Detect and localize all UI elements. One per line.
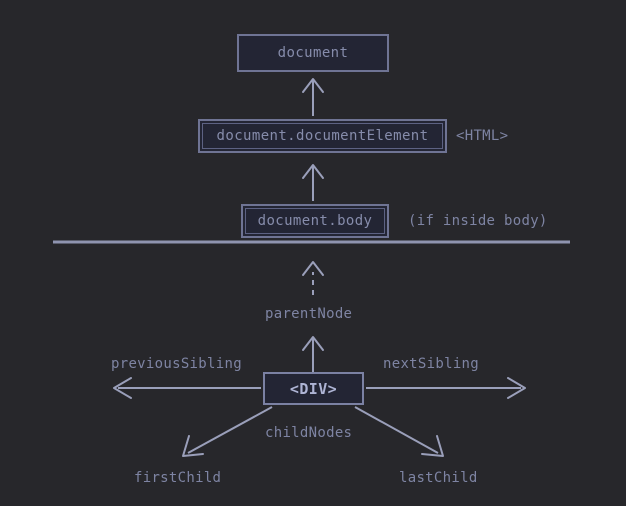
annotation-html-tag: <HTML> <box>456 128 509 144</box>
node-document-body-label: document.body <box>257 213 373 229</box>
node-document-element[interactable]: document.documentElement <box>198 119 447 153</box>
node-current-div-label: <DIV> <box>289 379 338 398</box>
node-current-div[interactable]: <DIV> <box>263 372 364 405</box>
node-document-label: document <box>277 45 349 61</box>
arrow-nextsibling <box>366 377 526 399</box>
label-firstchild: firstChild <box>134 470 222 486</box>
arrow-documentelement-to-document <box>302 78 324 116</box>
arrow-body-to-documentelement <box>302 164 324 201</box>
node-document[interactable]: document <box>237 34 389 72</box>
label-parentnode: parentNode <box>265 306 353 322</box>
annotation-if-inside-body: (if inside body) <box>408 213 548 229</box>
arrow-previoussibling <box>113 377 261 399</box>
node-document-element-label: document.documentElement <box>216 128 429 144</box>
label-childnodes: childNodes <box>265 425 353 441</box>
arrow-parentnode-dashed <box>302 261 324 295</box>
label-lastchild: lastChild <box>399 470 478 486</box>
node-document-body[interactable]: document.body <box>241 204 389 238</box>
arrow-div-to-parentnode <box>302 336 324 372</box>
arrow-lastchild <box>354 406 444 457</box>
label-previoussibling: previousSibling <box>111 356 242 372</box>
arrow-firstchild <box>182 406 273 457</box>
label-nextsibling: nextSibling <box>383 356 480 372</box>
